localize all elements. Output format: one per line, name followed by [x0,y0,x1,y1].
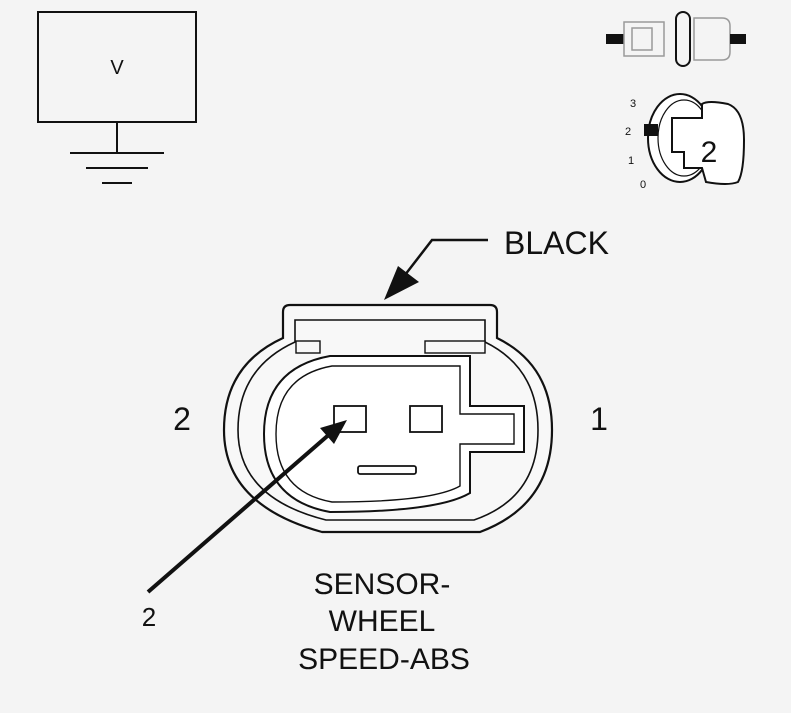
connector-disconnected-icon [606,11,746,67]
latch-slot-right [424,340,486,354]
key-position-marker [644,124,658,136]
key-pos-0: 0 [640,179,646,191]
connector-lead-right [730,34,746,44]
probe-leader-line [146,430,334,594]
color-leader-line [397,238,488,285]
cavity-number-right: 1 [590,401,608,437]
connector-color-label: BLACK [504,225,609,261]
key-head [671,101,746,185]
connector-lead-left [606,34,624,44]
key-pos-1: 1 [628,155,634,167]
voltmeter-symbol: V [110,57,124,79]
probe-leader-arrowhead [320,420,347,444]
key-pos-2: 2 [625,126,631,138]
connector-half-left [623,21,665,57]
key-pos-3: 3 [630,98,636,110]
connector-title-line-2: WHEEL [329,605,436,638]
terminal-pin-1 [409,405,443,433]
connector-title-line-1: SENSOR- [314,568,451,601]
ignition-key-icon: 3 2 1 0 2 [625,93,746,191]
latch-slot-left [295,340,321,354]
terminal-housing-inner [275,365,515,503]
connector-half-right [693,17,731,61]
connector-seal [675,11,691,67]
connector-shell-inner-edge [237,319,539,521]
probe-pin-label: 2 [142,602,156,632]
connector-face [222,303,554,534]
cavity-number-left: 2 [173,401,191,437]
voltmeter-ground-icon: V [37,11,197,184]
color-leader-arrowhead [384,266,419,300]
terminal-housing [262,355,525,514]
key-position-number: 2 [701,136,718,169]
connector-title-line-3: SPEED-ABS [298,643,470,676]
keying-rib [357,465,417,475]
